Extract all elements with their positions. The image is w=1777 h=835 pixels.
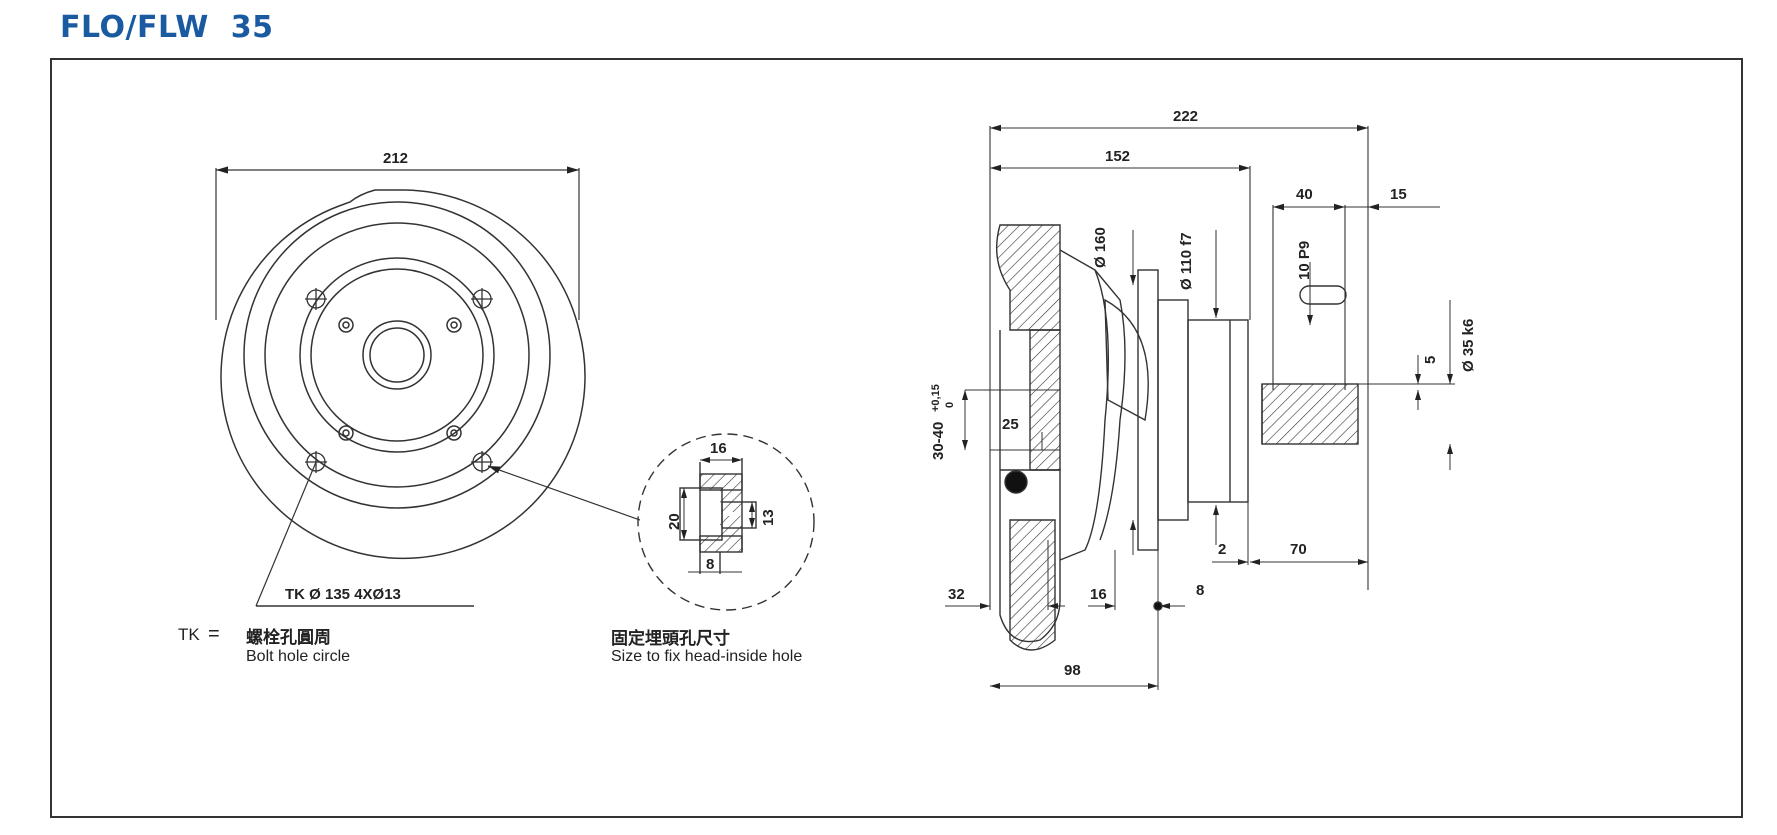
dim-overall-diameter: 212 (383, 150, 409, 167)
dim-counterbore: 16 (710, 440, 727, 457)
dim-13: 13 (760, 509, 777, 526)
legend-chinese: 螺栓孔圓周 (246, 628, 331, 648)
legend-equals: = (208, 623, 220, 645)
dim-98: 98 (1064, 662, 1081, 679)
dim-8: 8 (1196, 582, 1205, 599)
dim-bore-tol-lower: 0 (944, 401, 956, 408)
dim-2: 2 (1218, 541, 1227, 558)
dim-key-length: 40 (1296, 186, 1313, 203)
legend-abbrev: TK (178, 625, 200, 644)
dim-shaft-dia: Ø 35 k6 (1460, 318, 1477, 372)
dim-key-depth: 5 (1422, 355, 1439, 364)
dim-overall-length: 222 (1173, 108, 1199, 125)
dim-70: 70 (1290, 541, 1307, 558)
dim-32: 32 (948, 586, 965, 603)
dim-bore-tol-upper: +0,15 (930, 384, 942, 412)
detail-view (637, 433, 815, 611)
side-view (945, 124, 1455, 690)
dim-key-offset: 15 (1390, 186, 1407, 203)
bolt-circle-callout: TK Ø 135 4XØ13 (285, 586, 401, 603)
detail-caption-chinese: 固定埋頭孔尺寸 (611, 629, 730, 649)
dim-key-width: 10 P9 (1296, 240, 1313, 280)
dim-25: 25 (1002, 416, 1019, 433)
dim-bore-range: 30-40 (930, 421, 947, 460)
legend-english: Bolt hole circle (246, 648, 351, 665)
dim-20: 20 (666, 513, 683, 530)
dim-dia-160: Ø 160 (1092, 227, 1109, 268)
dim-8-detail: 8 (706, 556, 715, 573)
dim-body-length: 152 (1105, 148, 1131, 165)
dim-16: 16 (1090, 586, 1107, 603)
front-view (215, 166, 641, 607)
drawing-frame (50, 58, 1743, 818)
page-title: FLO/FLW 35 (60, 10, 274, 45)
dim-dia-110: Ø 110 f7 (1178, 232, 1195, 290)
detail-caption-english: Size to fix head-inside hole (611, 648, 803, 665)
